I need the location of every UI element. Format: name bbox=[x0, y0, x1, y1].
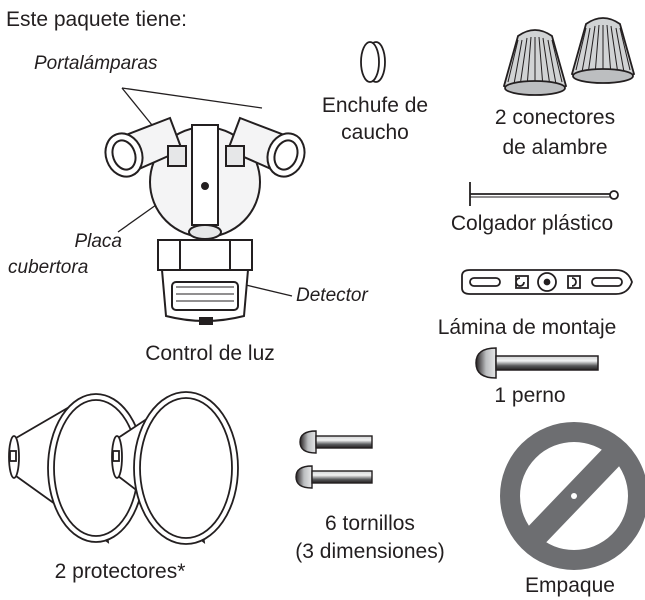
rubber-plug bbox=[360, 41, 386, 83]
mounting-strap bbox=[461, 269, 633, 295]
package-heading: Este paquete tiene: bbox=[6, 8, 187, 31]
screw-2 bbox=[295, 465, 373, 489]
protector-2 bbox=[111, 391, 239, 545]
plastic-hanger bbox=[469, 182, 619, 206]
conectores-label-line2: de alambre bbox=[502, 136, 608, 159]
detector-label: Detector bbox=[296, 285, 368, 306]
colgador-label: Colgador plástico bbox=[450, 212, 614, 235]
empaque-label: Empaque bbox=[525, 574, 615, 597]
lamina-label: Lámina de montaje bbox=[437, 316, 617, 339]
light-control-fixture bbox=[104, 116, 306, 325]
bolt bbox=[475, 347, 599, 379]
wire-connector-2 bbox=[570, 17, 636, 84]
tornillos-label-line2: (3 dimensiones) bbox=[295, 540, 445, 563]
gasket bbox=[500, 422, 645, 570]
placa-label-line2: cubertora bbox=[8, 257, 89, 278]
control-de-luz-label: Control de luz bbox=[145, 342, 275, 365]
tornillos-label-line1: 6 tornillos bbox=[325, 512, 415, 535]
leader-lines bbox=[117, 87, 293, 297]
protectores-label: 2 protectores* bbox=[54, 560, 186, 583]
placa-label-line1: Placa bbox=[74, 231, 122, 252]
wire-connectors bbox=[502, 17, 636, 96]
wire-connector-1 bbox=[502, 29, 568, 96]
enchufe-label-line1: Enchufe de bbox=[321, 94, 429, 117]
conectores-label-line1: 2 conectores bbox=[494, 106, 616, 129]
lamp-holder-left bbox=[104, 116, 187, 178]
perno-label: 1 perno bbox=[494, 384, 566, 407]
protector-1 bbox=[8, 393, 145, 544]
portalamparas-label: Portalámparas bbox=[34, 53, 158, 74]
lamp-holder-right bbox=[225, 116, 306, 178]
enchufe-label-line2: caucho bbox=[341, 121, 409, 144]
screw-1 bbox=[299, 430, 373, 454]
